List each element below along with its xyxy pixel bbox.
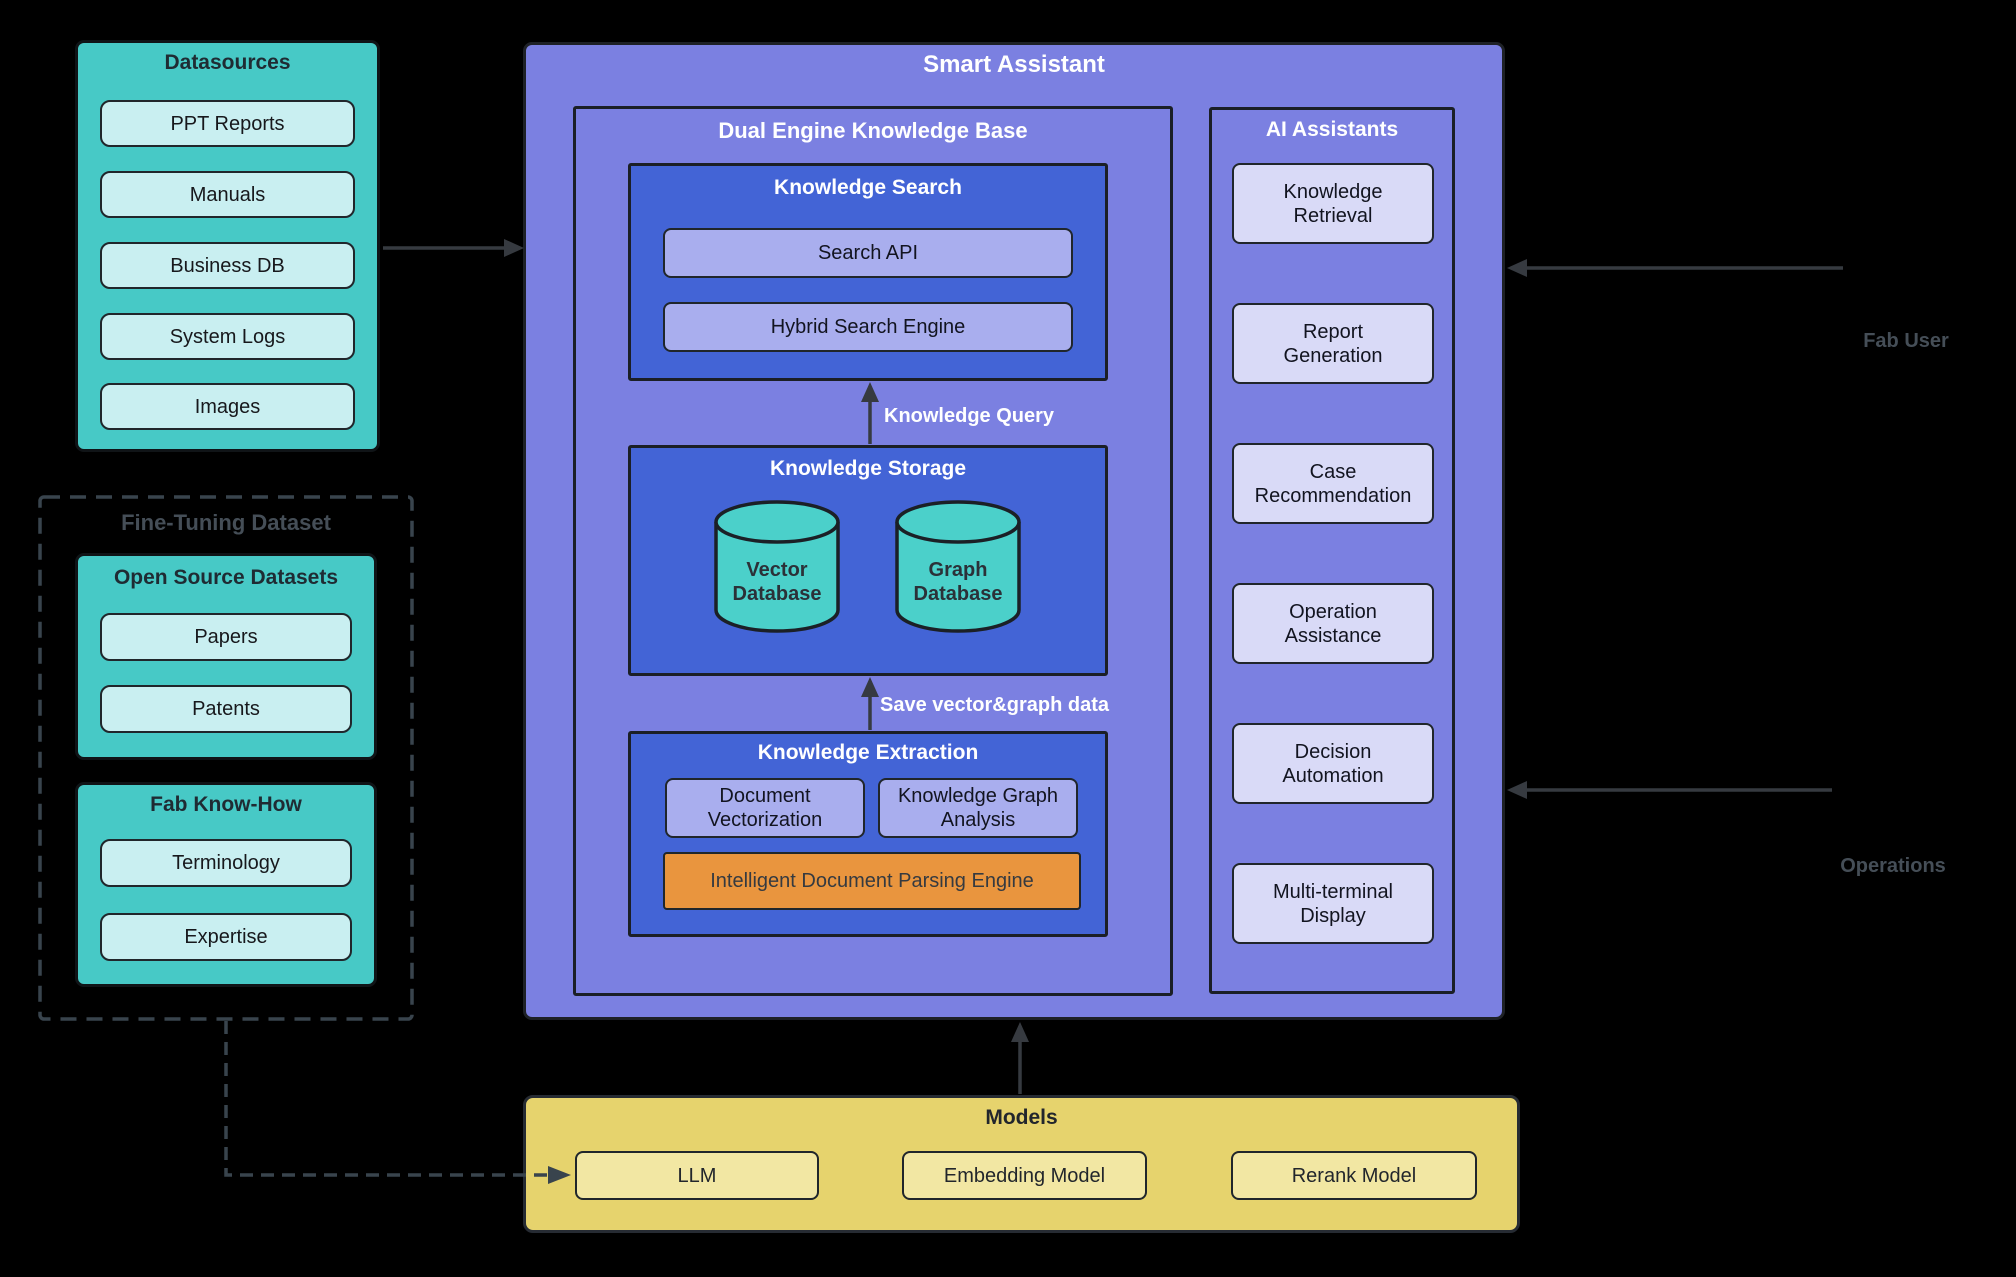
fab-user-arrow (1507, 259, 1843, 277)
ai-case-recommendation: Case Recommendation (1232, 443, 1434, 524)
vector-database-cylinder: Vector Database (712, 498, 842, 636)
models-to-smart-assistant-arrow (1011, 1022, 1029, 1094)
fine-tuning-dataset-title: Fine-Tuning Dataset (121, 510, 331, 535)
fab-user-label: Fab User (1863, 330, 1949, 352)
document-vectorization-box: Document Vectorization (665, 778, 865, 838)
dataset-expertise: Expertise (100, 913, 352, 961)
database-cylinder-icon (714, 500, 840, 633)
save-vector-graph-data-label: Save vector&graph data (880, 694, 1109, 716)
hybrid-search-engine-box: Hybrid Search Engine (663, 302, 1073, 352)
intelligent-document-parsing-engine-box: Intelligent Document Parsing Engine (663, 852, 1081, 910)
knowledge-storage-panel (628, 445, 1108, 676)
ai-multi-terminal-display: Multi-terminal Display (1232, 863, 1434, 944)
ai-operation-assistance: Operation Assistance (1232, 583, 1434, 664)
datasource-system-logs: System Logs (100, 313, 355, 360)
graph-database-label: Graph Database (913, 559, 1003, 605)
datasource-manuals: Manuals (100, 171, 355, 218)
datasource-business-db: Business DB (100, 242, 355, 289)
datasource-images: Images (100, 383, 355, 430)
knowledge-query-label: Knowledge Query (884, 405, 1055, 427)
ai-report-generation: Report Generation (1232, 303, 1434, 384)
dataset-papers: Papers (100, 613, 352, 661)
embedding-model-box: Embedding Model (902, 1151, 1147, 1200)
search-api-box: Search API (663, 228, 1073, 278)
rerank-model-box: Rerank Model (1231, 1151, 1477, 1200)
operations-label: Operations (1840, 855, 1946, 877)
llm-box: LLM (575, 1151, 819, 1200)
dataset-patents: Patents (100, 685, 352, 733)
database-cylinder-icon (895, 500, 1021, 633)
operations-arrow (1507, 781, 1832, 799)
vector-database-label: Vector Database (732, 559, 822, 605)
ai-decision-automation: Decision Automation (1232, 723, 1434, 804)
knowledge-graph-analysis-box: Knowledge Graph Analysis (878, 778, 1078, 838)
fine-tuning-to-llm-dashed-arrow (224, 1021, 571, 1184)
graph-database-cylinder: Graph Database (893, 498, 1023, 636)
dataset-terminology: Terminology (100, 839, 352, 887)
ai-assistants-panel (1209, 107, 1455, 994)
datasource-ppt-reports: PPT Reports (100, 100, 355, 147)
datasources-to-smart-assistant-arrow (383, 239, 524, 257)
ai-knowledge-retrieval: Knowledge Retrieval (1232, 163, 1434, 244)
